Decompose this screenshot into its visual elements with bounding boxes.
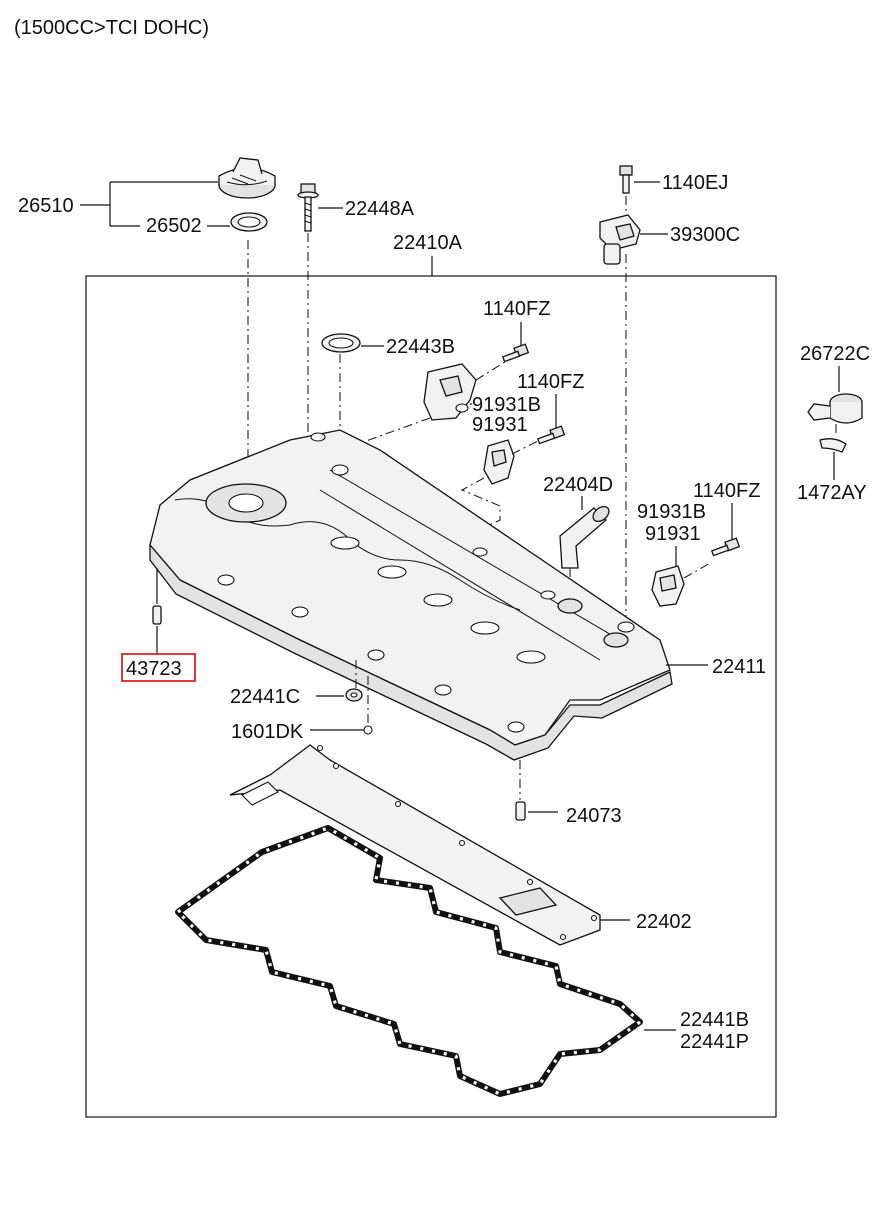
label-91931b-b: 91931B	[637, 501, 706, 523]
cover-gasket-22441b-icon[interactable]	[175, 825, 643, 1097]
label-39300c: 39300C	[670, 224, 740, 246]
bolt-1140fz-c-icon[interactable]	[710, 537, 741, 557]
bolt-1140ej-icon[interactable]	[619, 165, 633, 194]
spark-plug-seal-22443b-icon[interactable]	[321, 333, 361, 353]
assembly-frame	[85, 275, 777, 1118]
label-1140fz-c: 1140FZ	[693, 480, 760, 502]
highlight-box-43723[interactable]	[121, 653, 196, 682]
bolt-1140fz-b-icon[interactable]	[536, 425, 566, 445]
bracket-91931-c-icon[interactable]	[651, 565, 685, 607]
label-22441b: 22441B	[680, 1009, 749, 1031]
oil-filler-cap-icon[interactable]	[218, 157, 276, 199]
grommet-22441c-icon[interactable]	[345, 688, 363, 702]
label-1140fz-a: 1140FZ	[483, 298, 550, 320]
label-91931-a: 91931	[472, 414, 528, 436]
label-24073: 24073	[566, 805, 622, 827]
bolt-1140fz-a-icon[interactable]	[501, 343, 530, 363]
bracket-91931b-a-icon[interactable]	[423, 363, 477, 421]
label-1140fz-b: 1140FZ	[517, 371, 584, 393]
label-43723: 43723	[126, 658, 182, 680]
label-22404d: 22404D	[543, 474, 613, 496]
label-1140ej: 1140EJ	[662, 172, 728, 194]
label-22441c: 22441C	[230, 686, 300, 708]
label-22411: 22411	[712, 656, 766, 678]
label-26510: 26510	[18, 195, 74, 217]
valve-cover-icon[interactable]	[149, 429, 673, 761]
label-26722c: 26722C	[800, 343, 870, 365]
label-22410a: 22410A	[393, 232, 463, 254]
diagram-title: (1500CC>TCI DOHC)	[14, 17, 209, 39]
label-22443b: 22443B	[386, 336, 455, 358]
bolt-22448a-icon[interactable]	[297, 183, 319, 232]
label-26502: 26502	[146, 215, 202, 237]
hose-clamp-1472ay-icon[interactable]	[819, 438, 847, 453]
filler-cap-seal-icon[interactable]	[230, 212, 268, 232]
label-22402: 22402	[636, 911, 692, 933]
dowel-pin-24073-icon[interactable]	[515, 801, 526, 821]
pcv-valve-icon[interactable]	[807, 393, 863, 424]
label-1601dk: 1601DK	[231, 721, 304, 743]
camshaft-sensor-icon[interactable]	[599, 214, 641, 265]
dowel-pin-43723-icon[interactable]	[152, 605, 162, 625]
label-91931-b: 91931	[645, 523, 701, 545]
label-91931b-a: 91931B	[472, 394, 541, 416]
label-22448a: 22448A	[345, 198, 415, 220]
bracket-91931-b-icon[interactable]	[483, 439, 515, 485]
label-22441p: 22441P	[680, 1031, 749, 1053]
label-1472ay: 1472AY	[797, 482, 867, 504]
gasket-22402-icon[interactable]	[229, 744, 601, 946]
pcv-hose-icon[interactable]	[559, 504, 612, 569]
